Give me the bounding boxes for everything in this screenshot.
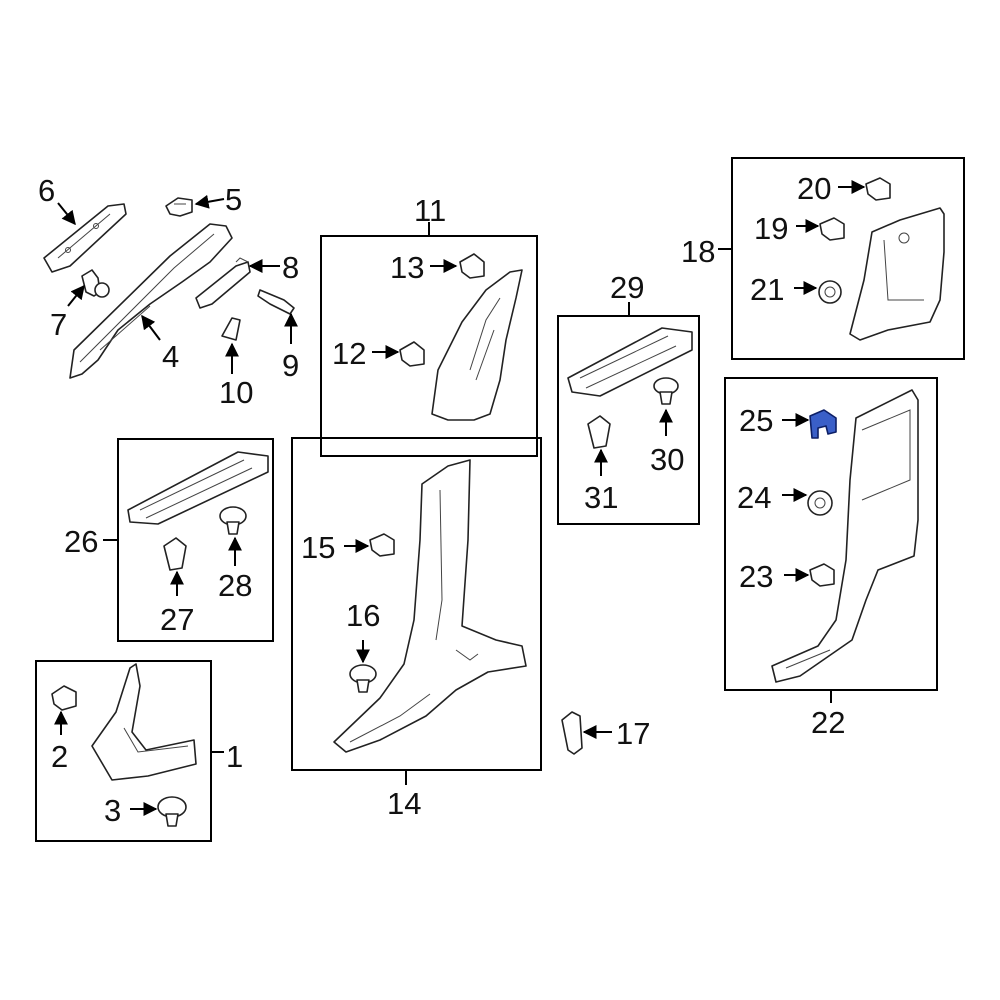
part-31-clip (587, 415, 611, 449)
callout-10: 10 (219, 375, 253, 410)
part-19-clip (819, 217, 845, 241)
callout-19: 19 (754, 211, 788, 246)
part-13-clip (459, 253, 485, 279)
part-22-quarter-panel-trim (771, 389, 919, 683)
callout-24: 24 (737, 480, 771, 515)
callout-1: 1 (226, 739, 243, 774)
part-17-clip (561, 711, 583, 755)
part-28-fastener (219, 506, 247, 535)
callout-4: 4 (162, 339, 179, 374)
callout-9: 9 (282, 348, 299, 383)
part-30-fastener (653, 377, 679, 405)
part-9-pin (257, 289, 295, 315)
part-27-clip (163, 537, 187, 571)
group-box-14 (291, 437, 542, 771)
callout-12: 12 (332, 336, 366, 371)
part-15-clip (369, 533, 395, 557)
callout-17: 17 (616, 716, 650, 751)
part-10-clip (221, 317, 241, 341)
callout-20: 20 (797, 171, 831, 206)
callout-15: 15 (301, 530, 335, 565)
part-23-clip (809, 563, 835, 587)
part-25-clip-highlighted (809, 409, 837, 439)
part-26-sill-plate (127, 451, 269, 525)
callout-2: 2 (51, 739, 68, 774)
callout-16: 16 (346, 598, 380, 633)
callout-11: 11 (414, 193, 446, 228)
callout-13: 13 (390, 250, 424, 285)
part-14-b-pillar-trim (333, 459, 527, 753)
callout-3: 3 (104, 793, 121, 828)
callout-5: 5 (225, 182, 242, 217)
part-16-fastener (349, 664, 377, 693)
part-4-pillar-trim (69, 223, 233, 379)
part-29-sill-plate (567, 327, 693, 397)
callout-14: 14 (387, 786, 421, 821)
callout-6: 6 (38, 173, 55, 208)
part-24-fastener (807, 490, 833, 516)
callout-30: 30 (650, 442, 684, 477)
part-7-bolt (81, 269, 110, 298)
callout-23: 23 (739, 559, 773, 594)
part-2-clip (51, 685, 77, 711)
callout-22: 22 (811, 705, 845, 740)
callout-8: 8 (282, 250, 299, 285)
part-1-kick-panel (91, 663, 197, 781)
part-20-clip (865, 177, 891, 201)
group-box-18 (731, 157, 965, 360)
callout-29: 29 (610, 270, 644, 305)
part-12-clip (399, 341, 425, 367)
callout-25: 25 (739, 403, 773, 438)
callout-26: 26 (64, 524, 98, 559)
part-5-clip (165, 197, 193, 217)
part-21-fastener (818, 280, 842, 304)
callout-21: 21 (750, 272, 784, 307)
part-6-bracket (43, 203, 127, 273)
part-11-pillar-panel (431, 269, 523, 421)
part-18-quarter-trim (849, 207, 945, 341)
callout-31: 31 (584, 480, 618, 515)
callout-7: 7 (50, 307, 67, 342)
callout-27: 27 (160, 602, 194, 637)
callout-28: 28 (218, 568, 252, 603)
callout-18: 18 (681, 234, 715, 269)
part-3-fastener (157, 796, 187, 827)
